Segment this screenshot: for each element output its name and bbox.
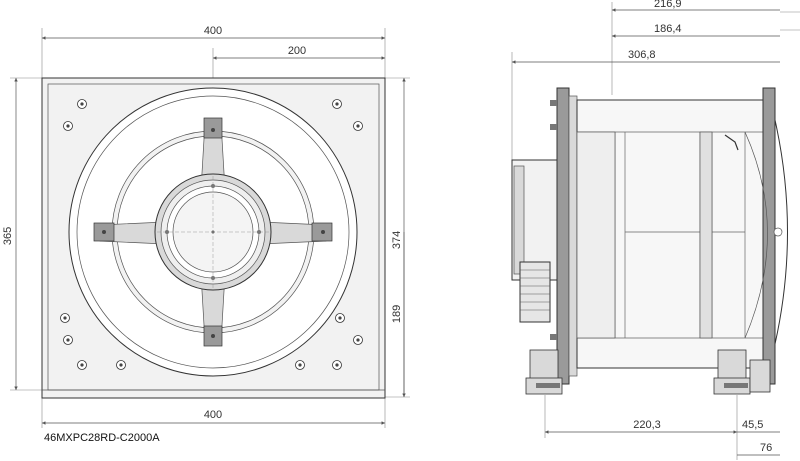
dim-right-lower: 189	[391, 305, 403, 323]
support-arms	[99, 121, 327, 343]
dim-left-height: 365	[2, 227, 14, 245]
model-caption: 46MXPC28RD-C2000A	[44, 432, 160, 444]
front-view: 400 200 365 374 189 400	[2, 25, 410, 428]
dim-bottom-width: 400	[204, 409, 222, 421]
inlet-rim	[762, 87, 776, 385]
dim-side-bottom-3: 76	[760, 442, 772, 454]
terminal-connectors	[519, 261, 551, 323]
dim-side-top-3: 306,8	[628, 49, 656, 61]
dim-right-height: 374	[391, 231, 403, 249]
dim-top-width: 400	[204, 25, 222, 37]
side-base-plate	[556, 87, 570, 385]
dim-side-top-2: 186,4	[654, 23, 682, 35]
dim-side-bottom-1: 220,3	[633, 419, 661, 431]
dim-side-top-1: 216,9	[654, 0, 682, 10]
side-view: 216,9 186,4 306,8 220,3 45,5 76	[511, 0, 800, 460]
dim-side-bottom-2: 45,5	[742, 419, 763, 431]
dim-center-offset: 200	[288, 45, 306, 57]
